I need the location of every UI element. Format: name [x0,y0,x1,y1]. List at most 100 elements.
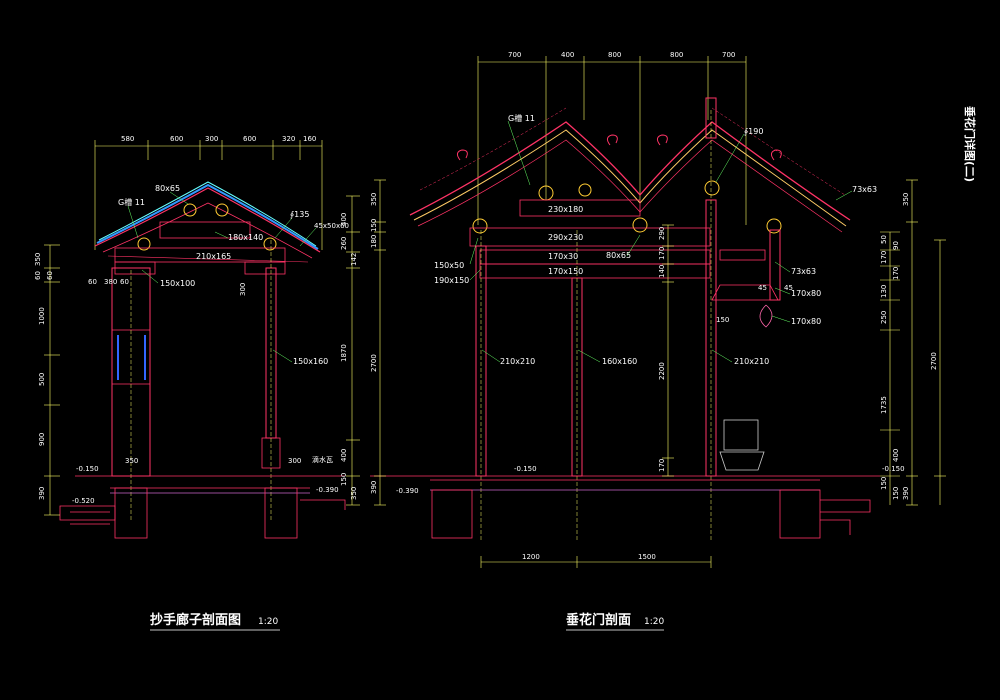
left-purlins [137,203,277,251]
right-rdim-13: 390 [902,487,910,500]
left-label-phi: ∮135 [290,210,309,219]
left-top-dim-5: 320 [282,135,295,143]
left-label-tag: 滴水瓦 [312,455,333,464]
left-section-drawing: 580 600 300 600 320 160 [34,135,360,631]
left-top-dim-2: 600 [170,135,183,143]
right-label-c2: 160x160 [602,357,637,366]
right-label-l2: 190x150 [434,276,469,285]
right-left-vertical-dims [374,179,386,506]
left-vertical-dims [44,244,60,516]
right-mdim-1: 290 [658,227,666,240]
left-level-3: -0.390 [316,486,339,494]
right-hanging-pendant [711,284,779,471]
right-rdim-1: 350 [902,193,910,206]
right-top-dim-4: 800 [670,51,683,59]
right-rdim-10: 400 [892,449,900,462]
left-level-2: -0.520 [72,497,95,505]
right-label-r4: 170x80 [791,317,821,326]
right-rdim-4: 170 [880,251,888,264]
left-ground [59,475,346,539]
left-section-scale: 1:20 [258,617,278,627]
right-rdim-7: 250 [880,311,888,324]
left-label-beam-main: 210x165 [196,252,231,261]
right-beams [469,199,766,279]
right-ldim-4: 2700 [370,354,378,372]
left-label-dim60a: 60 [88,278,97,286]
left-label-dim300b: 300 [288,457,301,465]
left-vdim-1: 350 [34,253,42,266]
right-section-title: 垂花门剖面 [566,612,631,628]
left-vdim-4: 1000 [38,307,46,325]
left-right-vertical-dims [346,195,360,506]
right-label-r2: 73x63 [791,267,816,276]
right-top-dimension-chain [477,56,747,225]
left-section-title: 抄手廊子剖面图 [150,612,241,628]
left-label-dim350: 350 [125,457,138,465]
left-roof [94,181,321,263]
left-level-1: -0.150 [76,465,99,473]
right-ldim-1: 350 [370,193,378,206]
right-bottom-dim-1: 1200 [522,553,540,561]
right-level-3: -0.150 [882,465,905,473]
right-label-b4: 170x150 [548,267,583,276]
left-label-col: 150x160 [293,357,328,366]
right-rdim-9: 1735 [880,396,888,414]
right-label-b1: 230x180 [548,205,583,214]
left-rdim-6: 150 [340,473,348,486]
left-leaders [127,191,317,363]
left-rdim-2: 260 [340,237,348,250]
left-top-dim-1: 580 [121,135,134,143]
right-label-b3: 170x30 [548,252,578,261]
right-rdim-12: 150 [892,487,900,500]
left-rdim-3: 142 [350,253,358,266]
left-label-dim60b: 60 [120,278,129,286]
right-bottom-dims [480,556,712,568]
left-label-beam-mid: 180x140 [228,233,263,242]
right-rdim-5: 170 [892,267,900,280]
right-label-l1: 150x50 [434,261,464,270]
left-rdim-5: 400 [340,449,348,462]
left-rdim-1: 400 [340,213,348,226]
left-label-beam-top: 80x65 [155,184,180,193]
right-mdim-4: 2200 [658,362,666,380]
right-rdim-2: 50 [880,235,888,244]
left-rdim-4: 1870 [340,344,348,362]
left-label-dim300: 300 [239,283,247,296]
left-rdim-7: 350 [350,487,358,500]
left-label-eave: 45x50x60 [314,222,349,230]
left-label-dim380: 380 [104,278,117,286]
right-level-1: -0.150 [514,465,537,473]
left-top-dim-3: 300 [205,135,218,143]
right-label-b2: 290x230 [548,233,583,242]
right-mdim-3: 140 [658,265,666,278]
left-vdim-7: 390 [38,487,46,500]
left-label-gutter: G槽 11 [118,197,145,207]
right-rdim-6: 130 [880,285,888,298]
right-leaders [469,120,853,363]
right-right-vertical-dims [880,179,946,506]
right-label-b5: 80x65 [606,251,631,260]
left-top-dim-6: 160 [303,135,316,143]
right-ground [370,475,880,539]
right-top-dim-1: 700 [508,51,521,59]
right-rdim-11: 150 [880,477,888,490]
right-top-dim-3: 800 [608,51,621,59]
left-label-beam-low: 150x100 [160,279,195,288]
right-rdim-8: 2700 [930,352,938,370]
left-vdim-5: 500 [38,373,46,386]
right-label-c3: 210x210 [734,357,769,366]
left-right-post [261,240,281,520]
left-vdim-6: 900 [38,433,46,446]
right-label-d45b: 45 [784,284,793,292]
right-ldim-2: 150 [370,219,378,232]
right-ldim-3: 180 [370,235,378,248]
right-section-scale: 1:20 [644,617,664,627]
right-label-c1: 210x210 [500,357,535,366]
right-level-2: -0.390 [396,487,419,495]
left-vdim-3: 60 [46,271,54,280]
right-label-gutter: G槽 11 [508,113,535,123]
right-section-drawing: 700 400 800 800 700 [370,51,946,631]
right-mid-vertical-dims [662,224,674,477]
